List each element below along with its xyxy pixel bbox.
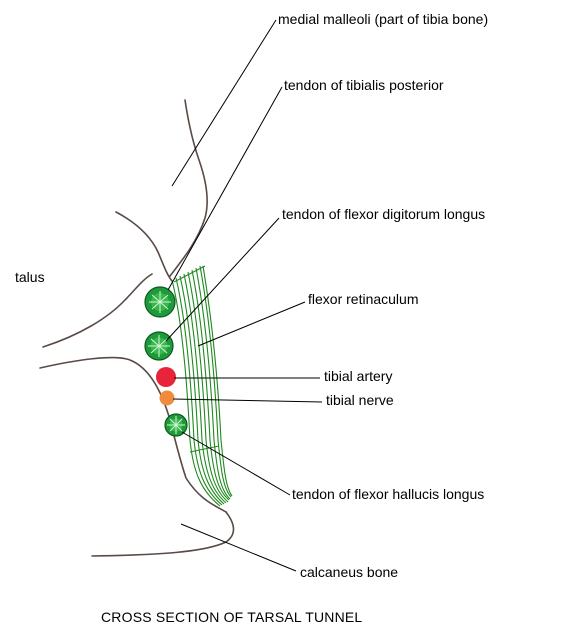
label-flexor-hallucis: tendon of flexor hallucis longus	[292, 486, 484, 502]
calcaneus-outline	[92, 512, 234, 556]
label-tibialis-posterior: tendon of tibialis posterior	[284, 77, 444, 93]
leader-flexor-digitorum	[166, 218, 279, 341]
leader-flexor-retinaculum	[198, 302, 305, 346]
bone-outlines	[40, 100, 234, 556]
label-tibial-artery: tibial artery	[324, 368, 392, 384]
diagram-caption: CROSS SECTION OF TARSAL TUNNEL	[101, 609, 362, 625]
tendon-tibialis-posterior	[145, 287, 175, 317]
label-flexor-digitorum: tendon of flexor digitorum longus	[282, 206, 485, 222]
leader-tibialis-posterior	[168, 87, 282, 290]
label-flexor-retinaculum: flexor retinaculum	[308, 291, 419, 307]
tendon-flexor-digitorum-longus	[145, 332, 173, 360]
label-medial-malleoli: medial malleoli (part of tibia bone)	[278, 11, 488, 27]
label-tibial-nerve: tibial nerve	[326, 392, 394, 408]
label-calcaneus: calcaneus bone	[300, 564, 398, 580]
tibial-nerve-mark	[160, 391, 175, 406]
tibial-artery-mark	[156, 367, 176, 387]
label-talus: talus	[15, 269, 45, 285]
medial-malleolus-outline	[170, 100, 207, 276]
leader-calcaneus	[181, 524, 296, 571]
leader-medial-malleoli	[172, 20, 276, 186]
